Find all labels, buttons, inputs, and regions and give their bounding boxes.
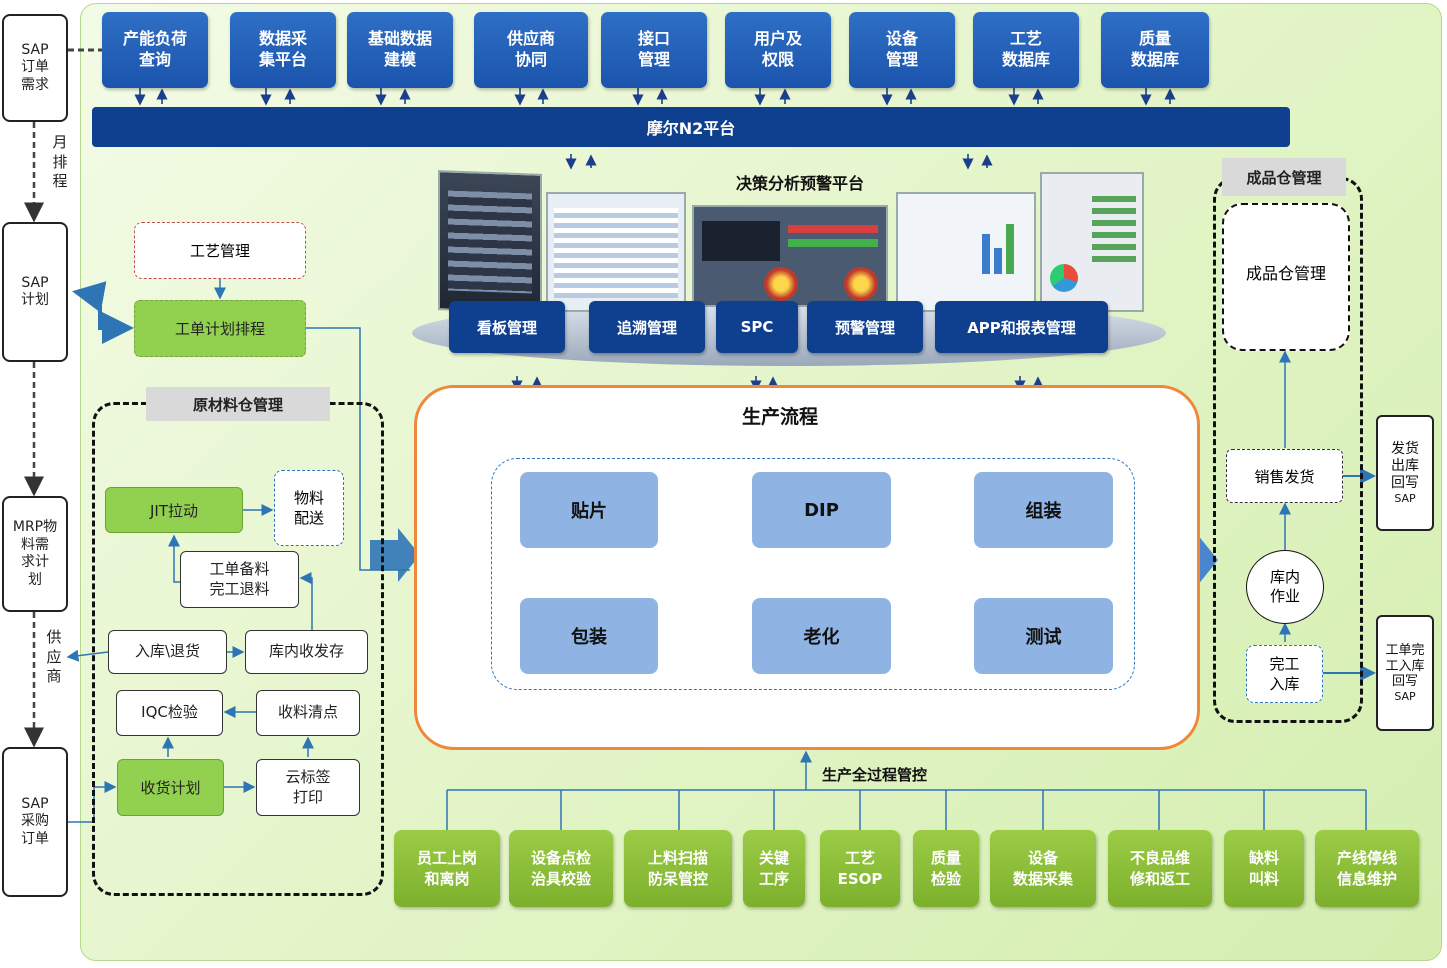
production-steps-group <box>491 458 1135 690</box>
step-assembly[interactable]: 组装 <box>974 472 1113 548</box>
control-line-stop-info[interactable]: 产线停线 信息维护 <box>1315 830 1419 907</box>
control-feeding-scan[interactable]: 上料扫描 防呆管控 <box>624 830 732 907</box>
module-quality-db[interactable]: 质量 数据库 <box>1101 12 1209 88</box>
module-data-collection[interactable]: 数据采 集平台 <box>230 12 336 88</box>
btn-alert-mgmt[interactable]: 预警管理 <box>807 301 923 353</box>
module-capacity-query[interactable]: 产能负荷 查询 <box>102 12 208 88</box>
module-supplier-collab[interactable]: 供应商 协同 <box>474 12 588 88</box>
supplier-label: 供 应 商 <box>46 628 62 685</box>
control-equipment-check[interactable]: 设备点检 治具校验 <box>509 830 613 907</box>
module-process-db[interactable]: 工艺 数据库 <box>973 12 1079 88</box>
control-equipment-data[interactable]: 设备 数据采集 <box>990 830 1096 907</box>
step-testing[interactable]: 测试 <box>974 598 1113 674</box>
module-user-permission[interactable]: 用户及 权限 <box>725 12 831 88</box>
control-material-shortage[interactable]: 缺料 叫料 <box>1224 830 1304 907</box>
module-equipment-mgmt[interactable]: 设备 管理 <box>849 12 955 88</box>
dashboard-screen-center <box>692 205 888 307</box>
finished-warehouse-title: 成品仓管理 <box>1222 158 1346 196</box>
warehouse-io-box[interactable]: 库内收发存 <box>245 630 368 674</box>
dashboard-screen-1 <box>438 170 542 314</box>
btn-app-report-mgmt[interactable]: APP和报表管理 <box>935 301 1108 353</box>
step-aging[interactable]: 老化 <box>752 598 891 674</box>
sap-ship-line-2: 出库 <box>1391 458 1419 474</box>
raw-material-warehouse-title: 原材料仓管理 <box>146 387 330 421</box>
sap-complete-line-4: SAP <box>1394 689 1416 703</box>
iqc-inspection-box[interactable]: IQC检验 <box>116 690 223 736</box>
dashboard-screen-4 <box>896 192 1036 312</box>
sap-completion-writeback: 工单完 工入库 回写 SAP <box>1376 615 1434 731</box>
finished-warehouse-inner[interactable]: 成品仓管理 <box>1222 203 1350 351</box>
work-order-scheduling-box[interactable]: 工单计划排程 <box>134 300 306 357</box>
sap-ship-line-3: 回写 <box>1391 474 1419 491</box>
material-delivery-box[interactable]: 物料 配送 <box>274 470 344 546</box>
sap-order-demand: SAP 订单 需求 <box>2 14 68 122</box>
btn-spc[interactable]: SPC <box>716 301 798 353</box>
sap-purchase-order: SAP 采购 订单 <box>2 747 68 897</box>
sales-shipping-box[interactable]: 销售发货 <box>1226 449 1343 503</box>
receiving-count-box[interactable]: 收料清点 <box>256 690 360 736</box>
mrp-plan: MRP物 料需 求计 划 <box>2 496 68 612</box>
cloud-label-print-box[interactable]: 云标签 打印 <box>256 759 360 816</box>
sap-ship-line-4: SAP <box>1394 491 1416 505</box>
mes-platform-bar: 摩尔N2平台 <box>92 107 1290 147</box>
step-dip[interactable]: DIP <box>752 472 891 548</box>
module-interface-mgmt[interactable]: 接口 管理 <box>601 12 707 88</box>
step-packaging[interactable]: 包装 <box>520 598 658 674</box>
decision-platform-title: 决策分析预警平台 <box>735 174 864 193</box>
sap-complete-line-1: 工单完 <box>1385 643 1425 659</box>
work-order-prep-box[interactable]: 工单备料 完工退料 <box>180 551 299 608</box>
control-staff-onoff[interactable]: 员工上岗 和离岗 <box>394 830 500 907</box>
dashboard-screen-5 <box>1040 172 1144 312</box>
control-process-esop[interactable]: 工艺 ESOP <box>820 830 900 907</box>
receiving-plan-box[interactable]: 收货计划 <box>117 759 224 816</box>
control-quality-inspection[interactable]: 质量 检验 <box>913 830 979 907</box>
completion-inbound-box[interactable]: 完工 入库 <box>1246 645 1323 703</box>
btn-kanban-mgmt[interactable]: 看板管理 <box>449 301 565 353</box>
module-base-data-modeling[interactable]: 基础数据 建模 <box>347 12 453 88</box>
jit-pull-box[interactable]: JIT拉动 <box>105 487 243 533</box>
sap-plan: SAP 计划 <box>2 222 68 362</box>
sap-ship-line-1: 发货 <box>1391 441 1419 458</box>
monthly-schedule-label: 月 排 程 <box>52 133 68 190</box>
dashboard-screen-2 <box>546 192 686 312</box>
control-key-process[interactable]: 关键 工序 <box>743 830 805 907</box>
process-mgmt-box[interactable]: 工艺管理 <box>134 222 306 279</box>
production-control-title: 生产全过程管控 <box>822 766 928 784</box>
sap-complete-line-3: 回写 <box>1391 674 1418 690</box>
production-process-title: 生产流程 <box>741 406 818 428</box>
in-warehouse-ops-circle[interactable]: 库内 作业 <box>1246 550 1324 624</box>
control-defect-repair[interactable]: 不良品维 修和返工 <box>1108 830 1212 907</box>
sap-ship-writeback: 发货 出库 回写 SAP <box>1376 415 1434 531</box>
btn-traceability-mgmt[interactable]: 追溯管理 <box>589 301 705 353</box>
inbound-return-box[interactable]: 入库\退货 <box>108 630 227 674</box>
sap-complete-line-2: 工入库 <box>1385 658 1425 674</box>
step-smt[interactable]: 贴片 <box>520 472 658 548</box>
